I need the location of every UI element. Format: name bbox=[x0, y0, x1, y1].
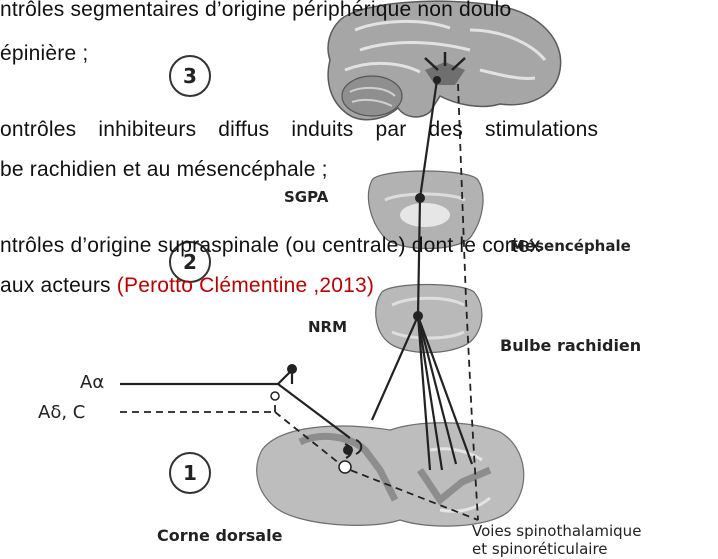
label-a-delta-c: Aδ, C bbox=[38, 402, 85, 423]
label-voies-line-1: Voies spinothalamique bbox=[472, 522, 641, 540]
text-line-4: be rachidien et au mésencéphale ; bbox=[0, 158, 328, 182]
text-line-1: ntrôles segmentaires d’origine périphéri… bbox=[0, 0, 511, 22]
label-bulbe-rachidien: Bulbe rachidien bbox=[500, 336, 641, 355]
number-badge-1: 1 bbox=[170, 453, 210, 493]
text-line-6: aux acteurs (Perotto Clémentine ,2013) bbox=[0, 274, 374, 298]
label-corne-dorsale: Corne dorsale bbox=[157, 526, 282, 545]
text-line-2: épinière ; bbox=[0, 42, 88, 66]
label-voies-line-2: et spinoréticulaire bbox=[472, 540, 608, 558]
label-sgpa: SGPA bbox=[284, 188, 328, 206]
number-badge-3: 3 bbox=[170, 56, 210, 96]
citation: (Perotto Clémentine ,2013) bbox=[117, 274, 374, 297]
text-line-3: ontrôles inhibiteurs diffus induits par … bbox=[0, 118, 598, 142]
spinal-cord-section bbox=[257, 423, 524, 526]
text-line-6-start: aux acteurs bbox=[0, 274, 117, 297]
number-3: 3 bbox=[183, 64, 197, 88]
label-nrm: NRM bbox=[308, 318, 347, 336]
text-line-5: ntrôles d’origine supraspinale (ou centr… bbox=[0, 234, 541, 258]
label-a-alpha: Aα bbox=[80, 372, 104, 393]
number-1: 1 bbox=[183, 461, 197, 485]
label-mesencephale: Mésencéphale bbox=[510, 237, 631, 255]
